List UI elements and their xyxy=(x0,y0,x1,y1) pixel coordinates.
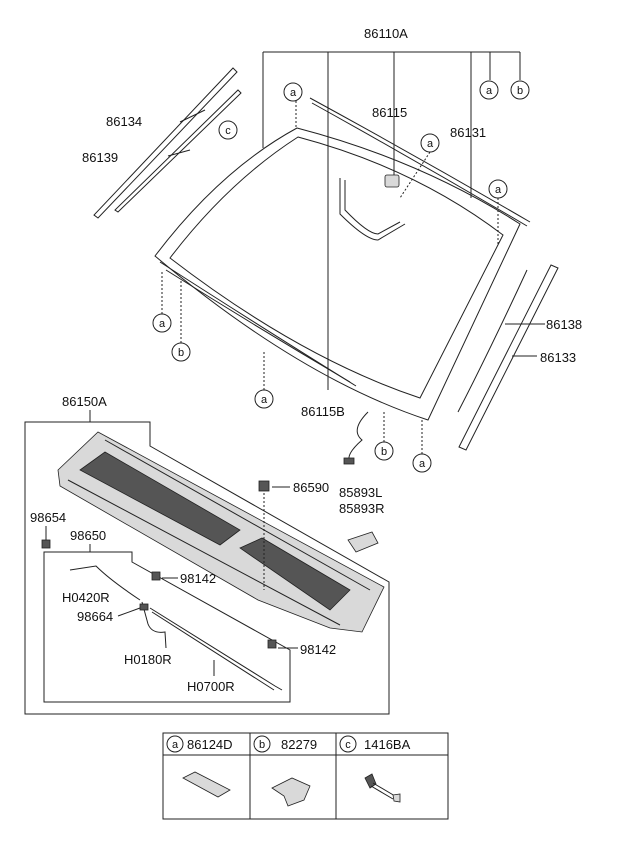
legend-part-a: 86124D xyxy=(187,737,233,752)
svg-text:a: a xyxy=(427,138,434,150)
part-85893-cap xyxy=(347,531,379,553)
svg-text:c: c xyxy=(225,125,231,137)
washer-hose-box xyxy=(43,551,291,703)
legend-image-b xyxy=(271,777,311,807)
part-label-98142-upper: 98142 xyxy=(180,571,216,586)
svg-text:a: a xyxy=(419,458,426,470)
label-86110A-leaders xyxy=(262,51,521,390)
legend-table: a 86124D b 82279 c 1416BA xyxy=(162,732,449,820)
legend-part-b: 82279 xyxy=(281,737,317,752)
part-label-H0700R: H0700R xyxy=(187,679,235,694)
legend-image-c xyxy=(364,773,401,803)
part-86115-bracket xyxy=(384,138,400,188)
part-label-85893L: 85893L xyxy=(339,485,382,500)
svg-text:a: a xyxy=(261,394,268,406)
part-label-86131: 86131 xyxy=(450,125,486,140)
svg-text:b: b xyxy=(381,446,387,458)
svg-text:a: a xyxy=(159,318,166,330)
part-label-86133: 86133 xyxy=(540,350,576,365)
legend-letter-a: a xyxy=(172,739,179,751)
svg-text:a: a xyxy=(486,85,493,97)
part-label-86134: 86134 xyxy=(106,114,142,129)
part-label-H0420R: H0420R xyxy=(62,590,110,605)
svg-text:b: b xyxy=(178,347,184,359)
part-label-98142-lower: 98142 xyxy=(300,642,336,657)
part-label-86115B: 86115B xyxy=(301,404,345,419)
part-label-86110A: 86110A xyxy=(364,26,408,41)
part-cowl-top-panel xyxy=(57,431,385,633)
legend-image-a xyxy=(182,771,231,798)
callout-markers: a a b c a a a b a b a xyxy=(152,80,530,473)
svg-text:b: b xyxy=(517,85,523,97)
part-86138-86133-right-molding xyxy=(457,264,559,451)
part-86131-molding xyxy=(309,97,531,227)
legend-letter-b: b xyxy=(259,739,265,751)
legend-part-c: 1416BA xyxy=(364,737,411,752)
svg-text:a: a xyxy=(290,87,297,99)
part-label-86139: 86139 xyxy=(82,150,118,165)
windshield-glass xyxy=(154,127,521,421)
part-label-98650: 98650 xyxy=(70,528,106,543)
part-label-86138: 86138 xyxy=(546,317,582,332)
part-label-86115: 86115 xyxy=(372,105,407,120)
part-86115B-harness xyxy=(343,411,369,465)
part-label-85893R: 85893R xyxy=(339,501,385,516)
washer-hoses xyxy=(69,565,283,691)
part-label-H0180R: H0180R xyxy=(124,652,172,667)
svg-text:a: a xyxy=(495,184,502,196)
part-98654-nozzle xyxy=(41,526,51,549)
part-label-98654: 98654 xyxy=(30,510,66,525)
cowl-assembly-box xyxy=(24,421,390,715)
part-86590-clip xyxy=(258,480,290,590)
legend-letter-c: c xyxy=(345,739,351,751)
part-label-86590: 86590 xyxy=(293,480,329,495)
part-label-98664: 98664 xyxy=(77,609,113,624)
part-86134-86139-left-molding xyxy=(93,67,242,219)
part-label-86150A: 86150A xyxy=(62,394,107,409)
